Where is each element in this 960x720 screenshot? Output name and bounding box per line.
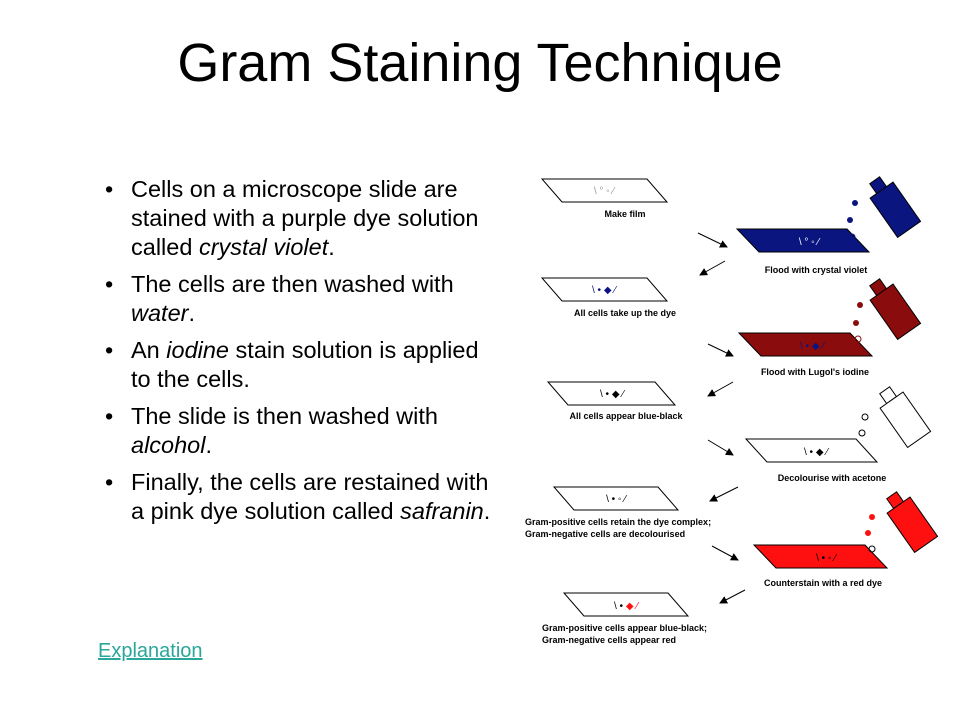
caption-flood-lugol: Flood with Lugol's iodine (761, 367, 869, 377)
svg-text:\ • ◆ ⁄: \ • ◆ ⁄ (600, 389, 625, 400)
arrow (697, 232, 728, 248)
svg-text:\ ° ◦ ⁄: \ ° ◦ ⁄ (799, 237, 821, 248)
emphasis-term: alcohol (131, 432, 206, 458)
slide-acetone: \ • ◆ ⁄ (744, 438, 879, 463)
caption-decolourise: Decolourise with acetone (778, 473, 887, 483)
text-run: . (188, 300, 195, 326)
bullet-item: The cells are then washed with water. (105, 270, 500, 328)
arrow (707, 343, 734, 357)
slide-counterstain: \ • ◦ ⁄ (752, 544, 889, 569)
caption-gram-retain-2: Gram-negative cells are decolourised (525, 529, 685, 539)
svg-text:\ • ◆ ⁄: \ • ◆ ⁄ (800, 341, 825, 352)
caption-final-1: Gram-positive cells appear blue-black; (542, 623, 707, 633)
dropper-bottle-lugol (853, 278, 922, 343)
arrow (707, 439, 734, 456)
slide-decolourised: \ • ◦ ⁄ (552, 486, 680, 511)
svg-text:\ • ◦ ⁄: \ • ◦ ⁄ (606, 494, 627, 505)
dropper-bottle-red-dye (865, 491, 939, 554)
text-run: Finally, the cells are restained with a … (131, 469, 489, 524)
caption-final-2: Gram-negative cells appear red (542, 635, 676, 645)
svg-text:\ • ◆ ⁄: \ • ◆ ⁄ (614, 601, 639, 612)
caption-all-blue-black: All cells appear blue-black (569, 411, 683, 421)
bullet-list: Cells on a microscope slide are stained … (105, 175, 500, 534)
caption-make-film: Make film (604, 209, 645, 219)
bullet-item: Finally, the cells are restained with a … (105, 468, 500, 526)
emphasis-term: water (131, 300, 189, 326)
arrow (719, 589, 746, 604)
slide-title: Gram Staining Technique (177, 33, 783, 93)
arrow (699, 260, 726, 276)
slide-make-film: \ ° ◦ ⁄ (540, 178, 669, 203)
caption-gram-retain-1: Gram-positive cells retain the dye compl… (525, 517, 711, 527)
emphasis-term: safranin (400, 498, 484, 524)
gram-stain-diagram: \ ° ◦ ⁄ Make film \ ° ◦ ⁄ Flood with cry… (525, 176, 939, 645)
svg-text:\ • ◆ ⁄: \ • ◆ ⁄ (804, 447, 829, 458)
slide-lugol-iodine: \ • ◆ ⁄ (737, 332, 874, 357)
slide-take-up-dye: \ • ◆ ⁄ (540, 277, 669, 302)
text-run: . (483, 498, 491, 524)
explanation-link[interactable]: Explanation (98, 640, 203, 662)
slide-crystal-violet: \ ° ◦ ⁄ (735, 228, 871, 253)
emphasis-term: iodine (166, 337, 230, 363)
text-run: . (328, 234, 335, 260)
slide-blue-black: \ • ◆ ⁄ (546, 381, 677, 406)
slide-final-result: \ • ◆ ⁄ (562, 592, 690, 617)
emphasis-term: crystal violet (198, 234, 329, 260)
text-run: stain solution is applied to the cells. (131, 337, 479, 392)
text-run: . (205, 432, 213, 458)
caption-counterstain: Counterstain with a red dye (764, 578, 882, 588)
bullet-item: An iodine stain solution is applied to t… (105, 336, 500, 394)
dropper-bottle-crystal-violet (847, 176, 922, 241)
caption-all-take-up: All cells take up the dye (574, 308, 676, 318)
arrow (709, 486, 739, 502)
text-run: The cells are then washed with (131, 271, 454, 297)
bullet-item: The slide is then washed with alcohol. (105, 402, 500, 460)
text-run: Cells on a microscope slide are stained … (131, 176, 479, 260)
arrow (711, 545, 739, 561)
caption-flood-crystal-violet: Flood with crystal violet (765, 265, 868, 275)
bullet-item: Cells on a microscope slide are stained … (105, 175, 500, 262)
dropper-bottle-acetone (858, 386, 932, 449)
text-run: The slide is then washed with (131, 403, 438, 429)
arrow (707, 381, 734, 397)
svg-text:\ ° ◦ ⁄: \ ° ◦ ⁄ (594, 186, 616, 197)
svg-text:\ • ◦ ⁄: \ • ◦ ⁄ (816, 553, 837, 564)
svg-text:\ • ◆ ⁄: \ • ◆ ⁄ (592, 285, 617, 296)
text-run: An (131, 337, 167, 363)
